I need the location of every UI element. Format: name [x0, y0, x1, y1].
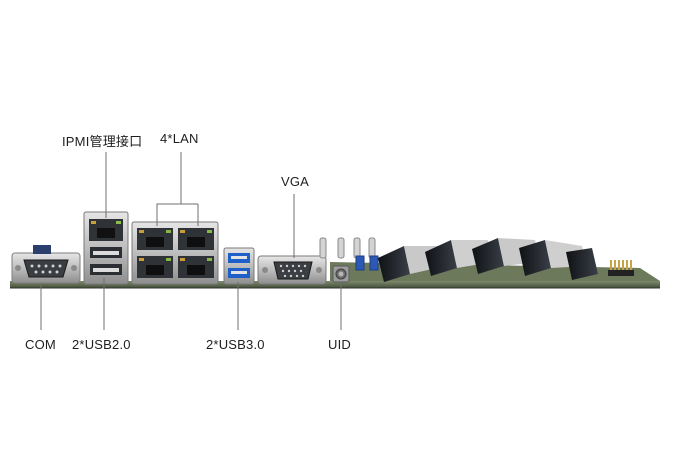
- lan-label: 4*LAN: [160, 131, 199, 146]
- com-label: COM: [25, 337, 56, 352]
- usb2-label: 2*USB2.0: [72, 337, 131, 352]
- dimm-slots: [378, 238, 598, 282]
- usb3-label: 2*USB3.0: [206, 337, 265, 352]
- usb3-ports: [223, 247, 255, 285]
- vga-label: VGA: [281, 174, 310, 189]
- uid-button: [332, 265, 350, 283]
- leader-lines: [40, 152, 342, 330]
- com-port: [11, 245, 81, 284]
- capacitors: [319, 237, 379, 271]
- ipmi-label: IPMI管理接口: [62, 134, 143, 149]
- ipmi-usb2-stack: [83, 211, 129, 285]
- lan-leader: [156, 152, 182, 226]
- vga-port: [257, 255, 327, 285]
- lan-ports: [131, 221, 219, 285]
- uid-label: UID: [328, 337, 351, 352]
- pin-header: [608, 260, 634, 276]
